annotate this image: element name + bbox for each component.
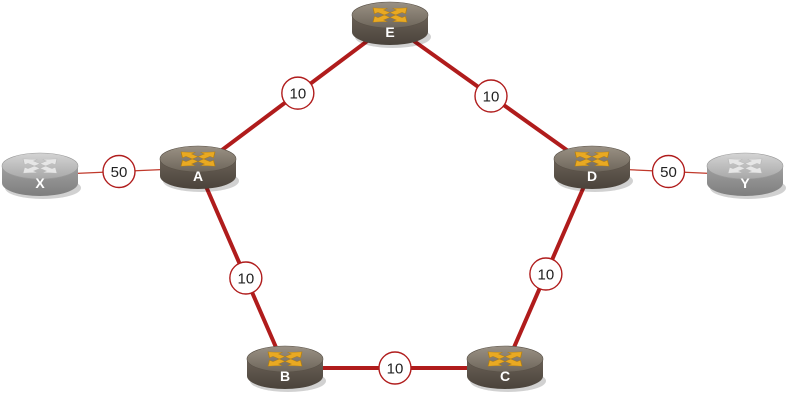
router-label: A — [193, 168, 203, 184]
cost-badge-circle — [229, 261, 263, 295]
router-label: B — [280, 368, 290, 384]
cost-badge-circle — [378, 351, 412, 385]
cost-value: 50 — [660, 164, 677, 181]
cost-value: 10 — [387, 361, 404, 378]
router-arrows-icon — [574, 151, 610, 167]
router-arrows-icon — [267, 351, 303, 367]
cost-badge-e-d: 10 — [474, 79, 508, 113]
cost-badge-x-a: 50 — [102, 154, 136, 189]
cost-badge-circle — [281, 76, 315, 110]
link-costs-layer: 10 10 10 10 10 50 50 — [102, 76, 686, 385]
router-arrows-icon — [180, 151, 216, 167]
cost-badge-d-y: 50 — [651, 154, 686, 189]
router-top — [466, 345, 544, 373]
cost-value: 50 — [111, 164, 128, 181]
cost-badge-a-b: 10 — [229, 261, 263, 295]
router-d[interactable]: D — [553, 145, 633, 192]
router-arrows-icon — [372, 7, 408, 23]
router-arrows-icon — [727, 158, 763, 174]
cost-badge-circle — [474, 79, 508, 113]
cost-badge-d-c: 10 — [529, 257, 563, 291]
cost-badge-a-e: 10 — [281, 76, 315, 110]
cost-badge-circle — [651, 154, 686, 189]
cost-badge-circle — [529, 257, 563, 291]
cost-value: 10 — [538, 267, 555, 284]
router-top — [553, 145, 631, 173]
cost-value: 10 — [483, 89, 500, 106]
cost-value: 10 — [238, 271, 255, 288]
cost-badge-circle — [102, 154, 136, 189]
router-b[interactable]: B — [246, 345, 326, 392]
router-label: X — [35, 175, 45, 191]
router-top — [706, 152, 784, 180]
cost-value: 10 — [289, 86, 306, 103]
links-layer — [39, 22, 746, 370]
router-e[interactable]: E — [351, 1, 431, 48]
router-arrows-icon — [22, 158, 58, 174]
router-label: E — [385, 24, 394, 40]
router-x[interactable]: X — [1, 152, 81, 199]
router-top — [351, 1, 429, 29]
router-label: D — [587, 168, 597, 184]
router-top — [1, 152, 79, 180]
router-label: Y — [740, 175, 750, 191]
router-top — [159, 145, 237, 173]
cost-badge-b-c: 10 — [378, 351, 412, 385]
router-a[interactable]: A — [159, 145, 239, 192]
router-c[interactable]: C — [466, 345, 546, 392]
router-y[interactable]: Y — [706, 152, 786, 199]
router-label: C — [500, 368, 510, 384]
router-top — [246, 345, 324, 373]
router-arrows-icon — [487, 351, 523, 367]
routers-layer: E A D B C X Y — [1, 1, 786, 392]
